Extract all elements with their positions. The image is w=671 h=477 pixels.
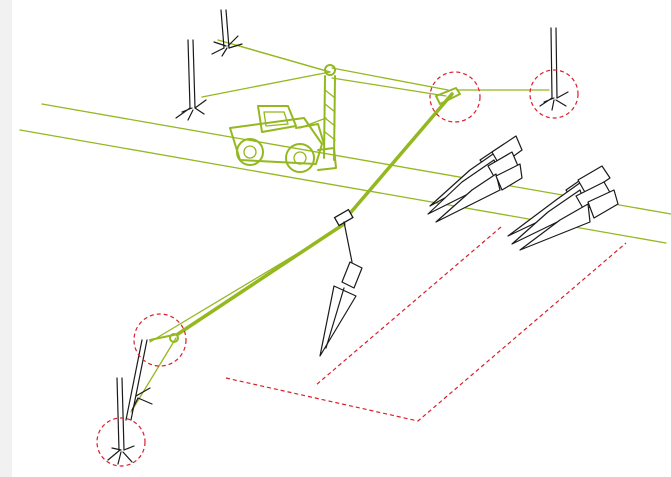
cab-window: [263, 111, 289, 127]
trunk: [116, 377, 120, 451]
edge-strip: [0, 0, 12, 477]
return-line: [149, 227, 341, 343]
cable-to-tree-2: [201, 71, 331, 98]
anchor-marker-right: [529, 69, 579, 119]
rear-hub: [243, 145, 257, 159]
carriage-hook-line: [343, 221, 353, 263]
trunk: [125, 339, 143, 421]
cable-anchor-block-left: [133, 313, 187, 367]
trunk: [220, 9, 225, 49]
roots: [175, 99, 207, 121]
mast-left: [323, 75, 326, 159]
carriage-body: [333, 208, 354, 227]
log-butt: [495, 163, 523, 191]
log-stack-2: [507, 165, 619, 251]
landing-edge-outer: [225, 242, 627, 422]
landing-edge-inner: [315, 226, 502, 386]
landing-outline: [225, 226, 627, 422]
rear-outrigger: [317, 147, 337, 171]
log-butt: [341, 261, 363, 289]
anchor-tree-bottom-a: [125, 339, 153, 421]
main-skyline-upper: [344, 92, 454, 220]
roots: [131, 387, 153, 411]
trunk-2: [555, 27, 558, 99]
winch-cable: [130, 39, 550, 413]
log-shade: [325, 287, 345, 349]
roots: [539, 91, 569, 111]
mast-sheave: [324, 64, 336, 76]
trunk: [187, 39, 191, 109]
anchor-tree-right: [529, 27, 579, 119]
front-hub: [293, 151, 307, 165]
trunk-2: [192, 39, 196, 109]
block-marker-right: [429, 71, 481, 123]
log-butt: [587, 189, 619, 219]
rear-wheel: [236, 138, 264, 166]
anchor-tree-left: [175, 39, 207, 121]
roots: [211, 35, 243, 57]
trunk: [550, 27, 553, 99]
trunk-2: [225, 9, 230, 49]
front-wheel: [285, 143, 315, 173]
roots: [107, 445, 135, 465]
mast-rungs: [324, 89, 336, 141]
log: [435, 173, 501, 223]
log-stack-1: [427, 135, 523, 223]
block-bar: [149, 333, 179, 341]
anchor-tree-bottom-b: [96, 377, 146, 467]
log-butt: [577, 165, 611, 195]
chassis: [229, 117, 323, 165]
anchor-marker-bottom: [96, 417, 146, 467]
block-plate: [435, 87, 461, 105]
trunk-2: [121, 377, 125, 451]
block-marker-left: [133, 313, 187, 367]
cable-anchor-block-right: [429, 71, 481, 123]
cable-to-block-b: [331, 77, 447, 97]
carriage: [333, 208, 354, 263]
mast-right: [333, 75, 336, 161]
boom-brace: [299, 117, 327, 129]
log: [519, 203, 591, 251]
cable-to-tree-1b: [217, 39, 331, 73]
log-body: [319, 285, 357, 357]
anchor-tree-top: [211, 9, 243, 57]
guy-line-left: [130, 337, 177, 413]
skidding-tractor-with-winch-mast: [229, 64, 337, 173]
cable-to-block: [331, 67, 449, 91]
suspended-log: [319, 261, 363, 357]
